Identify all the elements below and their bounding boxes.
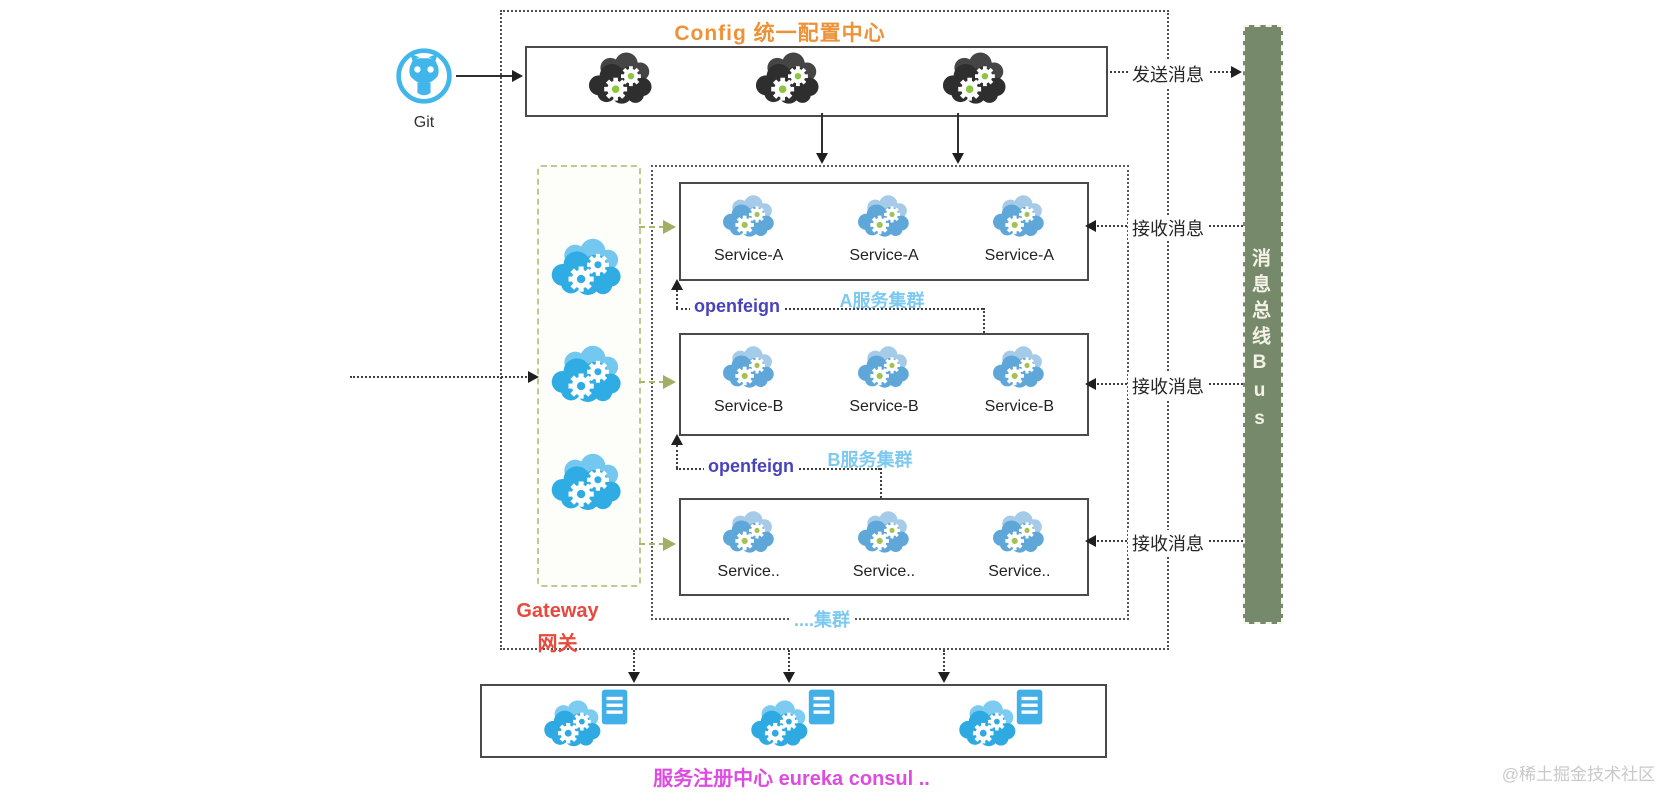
watermark: @稀土掘金技术社区 [1501, 765, 1655, 784]
openfeign-b-downline [880, 468, 882, 498]
registry-node [538, 691, 634, 751]
gateway-cloud-icon [545, 452, 629, 516]
gateway-label-zh: 网关 [537, 633, 578, 655]
service-label: Service-B [713, 398, 784, 415]
service-label: Service.. [852, 563, 916, 580]
service-label: Service-B [984, 398, 1054, 415]
service-label: Service-A [713, 247, 784, 264]
gateway-to-cluster-a-arrowhead [663, 220, 676, 234]
gateway-label-en: Gateway [516, 600, 599, 622]
git-icon [394, 46, 454, 106]
gateway-to-cluster-a-line [639, 226, 665, 228]
service-label: Service.. [717, 563, 780, 580]
service-cloud-icon [853, 194, 915, 241]
service-cloud-icon [718, 345, 780, 392]
receive-message-arrowhead [1085, 220, 1096, 232]
config-down-arrowhead [952, 153, 964, 164]
to-registry-arrowhead [783, 672, 795, 683]
cluster-c-box: Service.. Service.. Service.. [679, 498, 1089, 596]
registry-doc-icon [805, 685, 839, 729]
service-cloud-icon [988, 194, 1050, 241]
service-node: Service-B [849, 335, 919, 416]
config-node-cloud-icon [748, 51, 828, 109]
to-registry-line [788, 650, 790, 674]
gateway-to-cluster-c-line [639, 543, 665, 545]
cluster-b-label: B服务集群 [827, 450, 913, 470]
git-to-config-line [456, 75, 514, 77]
cluster-a-box: Service-A Service-A Service-A [679, 182, 1089, 281]
gateway-to-cluster-c-arrowhead [663, 537, 676, 551]
openfeign-a-hline [676, 308, 983, 310]
service-node: Service-A [714, 184, 783, 265]
service-node: Service.. [853, 500, 915, 581]
service-cloud-icon [718, 510, 780, 557]
config-down-line [821, 113, 823, 155]
receive-message-arrowhead [1085, 378, 1096, 390]
git-to-config-arrowhead [512, 70, 523, 82]
send-message-label: 发送消息 [1128, 61, 1208, 87]
registry-doc-icon [1013, 685, 1047, 729]
message-bus-label: 消息总线Bus [1249, 248, 1270, 436]
service-cloud-icon [718, 194, 780, 241]
service-node: Service.. [718, 500, 780, 581]
openfeign-a-arrowhead [671, 279, 683, 290]
config-down-arrowhead [816, 153, 828, 164]
cluster-c-label: ....集群 [790, 606, 855, 632]
send-message-arrowhead [1231, 66, 1242, 78]
receive-message-label: 接收消息 [1128, 530, 1208, 556]
openfeign-a-downline [983, 308, 985, 333]
service-label: Service.. [988, 563, 1051, 580]
incoming-request-line [350, 376, 530, 378]
gateway-cloud-icon [545, 344, 629, 408]
service-node: Service-B [714, 335, 783, 416]
openfeign-a-label: openfeign [690, 296, 784, 317]
gateway-to-cluster-b-line [639, 381, 665, 383]
incoming-request-arrowhead [528, 371, 539, 383]
gateway-to-cluster-b-arrowhead [663, 375, 676, 389]
registry-box [480, 684, 1107, 758]
openfeign-a-vline [676, 290, 678, 308]
config-center-title: Config 统一配置中心 [674, 22, 886, 45]
config-node-cloud-icon [935, 51, 1015, 109]
openfeign-b-label: openfeign [704, 456, 798, 477]
openfeign-b-arrowhead [671, 434, 683, 445]
receive-message-label: 接收消息 [1128, 215, 1208, 241]
cluster-b-box: Service-B Service-B Service-B [679, 333, 1089, 436]
config-down-line [957, 113, 959, 155]
to-registry-line [633, 650, 635, 674]
receive-message-arrowhead [1085, 535, 1096, 547]
git-label: Git [413, 114, 435, 131]
cluster-a-label: A服务集群 [839, 291, 925, 311]
registry-doc-icon [598, 685, 632, 729]
service-label: Service-A [984, 247, 1054, 264]
service-label: Service-A [849, 247, 919, 264]
message-bus-bar [1243, 25, 1283, 624]
registry-caption: 服务注册中心 eureka consul .. [653, 768, 930, 790]
service-cloud-icon [988, 345, 1050, 392]
service-node: Service-B [985, 335, 1054, 416]
to-registry-arrowhead [628, 672, 640, 683]
openfeign-b-vline [676, 445, 678, 468]
service-node: Service-A [849, 184, 919, 265]
registry-node [745, 691, 841, 751]
service-cloud-icon [853, 510, 915, 557]
registry-node [953, 691, 1049, 751]
gateway-cloud-icon [545, 237, 629, 301]
service-cloud-icon [988, 510, 1050, 557]
service-node: Service-A [985, 184, 1054, 265]
service-label: Service-B [849, 398, 919, 415]
config-node-cloud-icon [581, 51, 661, 109]
to-registry-line [943, 650, 945, 674]
receive-message-label: 接收消息 [1128, 373, 1208, 399]
to-registry-arrowhead [938, 672, 950, 683]
service-node: Service.. [988, 500, 1050, 581]
outer-boundary [500, 10, 1169, 650]
service-cloud-icon [853, 345, 915, 392]
